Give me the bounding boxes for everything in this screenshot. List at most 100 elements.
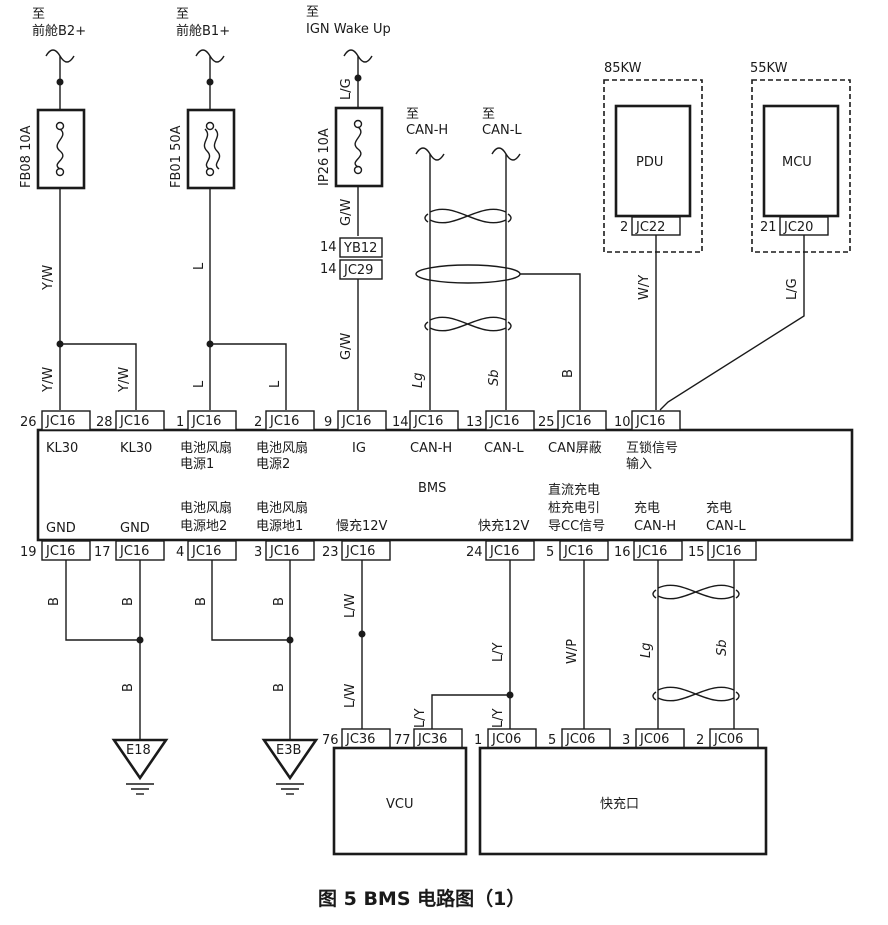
fuse-fb01-label: FB01 50A xyxy=(169,125,184,188)
wire-label-gw-upper: G/W xyxy=(339,199,354,226)
svg-text:B: B xyxy=(272,597,287,606)
source-canh: 至 CAN-H xyxy=(406,107,448,161)
svg-text:L/W: L/W xyxy=(343,593,358,618)
svg-text:YB12: YB12 xyxy=(343,241,377,256)
svg-text:26: 26 xyxy=(20,415,37,430)
twisted-pair-icon xyxy=(429,208,507,224)
fuse-icon xyxy=(203,128,221,170)
svg-text:14: 14 xyxy=(320,262,337,277)
wire-label-yw-26: Y/W xyxy=(41,367,56,393)
source-ign-to: 至 xyxy=(306,5,319,20)
svg-text:JC36: JC36 xyxy=(417,732,447,747)
svg-text:25: 25 xyxy=(538,415,555,430)
svg-text:2: 2 xyxy=(254,415,262,430)
svg-text:CAN屏蔽: CAN屏蔽 xyxy=(548,441,602,456)
fuse-ip26-label: IP26 10A xyxy=(317,128,332,186)
svg-text:10: 10 xyxy=(614,415,631,430)
svg-text:JC16: JC16 xyxy=(635,414,665,429)
svg-text:JC16: JC16 xyxy=(119,544,149,559)
splice-dot xyxy=(358,630,366,638)
svg-text:21: 21 xyxy=(760,220,777,235)
svg-text:B: B xyxy=(194,597,209,606)
wire-label-sb-top: Sb xyxy=(487,369,502,386)
svg-text:2: 2 xyxy=(696,733,704,748)
fastcharge-port: 1 JC06 5 JC06 3 JC06 2 JC06 快充口 xyxy=(474,728,768,856)
svg-text:17: 17 xyxy=(94,545,111,560)
svg-text:电池风扇: 电池风扇 xyxy=(256,500,308,516)
wire-label-yw-28: Y/W xyxy=(117,367,132,393)
svg-text:JC16: JC16 xyxy=(269,544,299,559)
svg-text:14: 14 xyxy=(320,240,337,255)
wire-label-lg-mcu: L/G xyxy=(785,278,800,300)
vcu-module: 76 JC36 77 JC36 VCU xyxy=(322,728,468,856)
svg-text:电池风扇: 电池风扇 xyxy=(180,500,232,516)
svg-text:快充12V: 快充12V xyxy=(478,518,530,534)
svg-text:B: B xyxy=(47,597,62,606)
svg-text:JC20: JC20 xyxy=(783,220,813,235)
shield-wire xyxy=(520,273,581,410)
svg-text:JC16: JC16 xyxy=(637,544,667,559)
svg-text:28: 28 xyxy=(96,415,113,430)
svg-text:B: B xyxy=(272,683,287,692)
shield-icon xyxy=(415,264,521,284)
svg-text:JC16: JC16 xyxy=(413,414,443,429)
source-canh-name: CAN-H xyxy=(406,123,448,138)
svg-text:VCU: VCU xyxy=(386,797,414,812)
inline-connector-jc29: 14 JC29 xyxy=(320,259,383,280)
twisted-pair-icon xyxy=(657,686,735,702)
source-b2-name: 前舱B2+ xyxy=(32,23,86,39)
fuse-fb08: FB08 10A xyxy=(19,56,86,190)
svg-text:CAN-H: CAN-H xyxy=(634,519,676,534)
svg-text:电池风扇: 电池风扇 xyxy=(180,440,232,456)
svg-text:直流充电: 直流充电 xyxy=(548,482,600,498)
svg-text:CAN-L: CAN-L xyxy=(484,441,524,456)
svg-text:3: 3 xyxy=(622,733,630,748)
splice-dot xyxy=(286,636,294,644)
source-ign-name: IGN Wake Up xyxy=(306,22,391,37)
svg-text:电池风扇: 电池风扇 xyxy=(256,440,308,456)
svg-text:L/Y: L/Y xyxy=(491,642,506,662)
source-canl: 至 CAN-L xyxy=(482,107,522,161)
svg-text:电源地2: 电源地2 xyxy=(180,519,227,534)
svg-text:4: 4 xyxy=(176,545,184,560)
ground-e18: E18 xyxy=(111,738,169,795)
svg-text:19: 19 xyxy=(20,545,37,560)
pdu-name: PDU xyxy=(636,155,663,170)
wire-label-b-shield: B xyxy=(561,369,576,378)
svg-text:JC16: JC16 xyxy=(563,544,593,559)
pdu-power: 85KW xyxy=(604,61,642,76)
svg-text:充电: 充电 xyxy=(706,500,732,516)
svg-text:电源地1: 电源地1 xyxy=(256,519,303,534)
svg-text:桩充电引: 桩充电引 xyxy=(548,500,600,516)
wire-label-lg: L/G xyxy=(339,78,354,100)
svg-text:输入: 输入 xyxy=(626,456,652,472)
svg-text:JC16: JC16 xyxy=(345,544,375,559)
svg-text:JC36: JC36 xyxy=(345,732,375,747)
svg-text:充电: 充电 xyxy=(634,500,660,516)
svg-text:Sb: Sb xyxy=(715,639,730,656)
svg-text:L/Y: L/Y xyxy=(491,708,506,728)
source-b2-to: 至 xyxy=(32,7,45,22)
fuse-ip26: IP26 10A L/G xyxy=(317,56,384,188)
svg-text:互锁信号: 互锁信号 xyxy=(626,440,678,456)
source-b1: 至 前舱B1+ xyxy=(176,7,230,63)
svg-text:KL30: KL30 xyxy=(120,441,152,456)
figure-caption: 图 5 BMS 电路图（1） xyxy=(318,887,525,910)
fuse-icon xyxy=(56,128,64,170)
mcu-power: 55KW xyxy=(750,61,788,76)
svg-text:JC16: JC16 xyxy=(711,544,741,559)
svg-text:B: B xyxy=(121,597,136,606)
fuse-icon xyxy=(354,126,362,168)
svg-text:JC06: JC06 xyxy=(713,732,743,747)
